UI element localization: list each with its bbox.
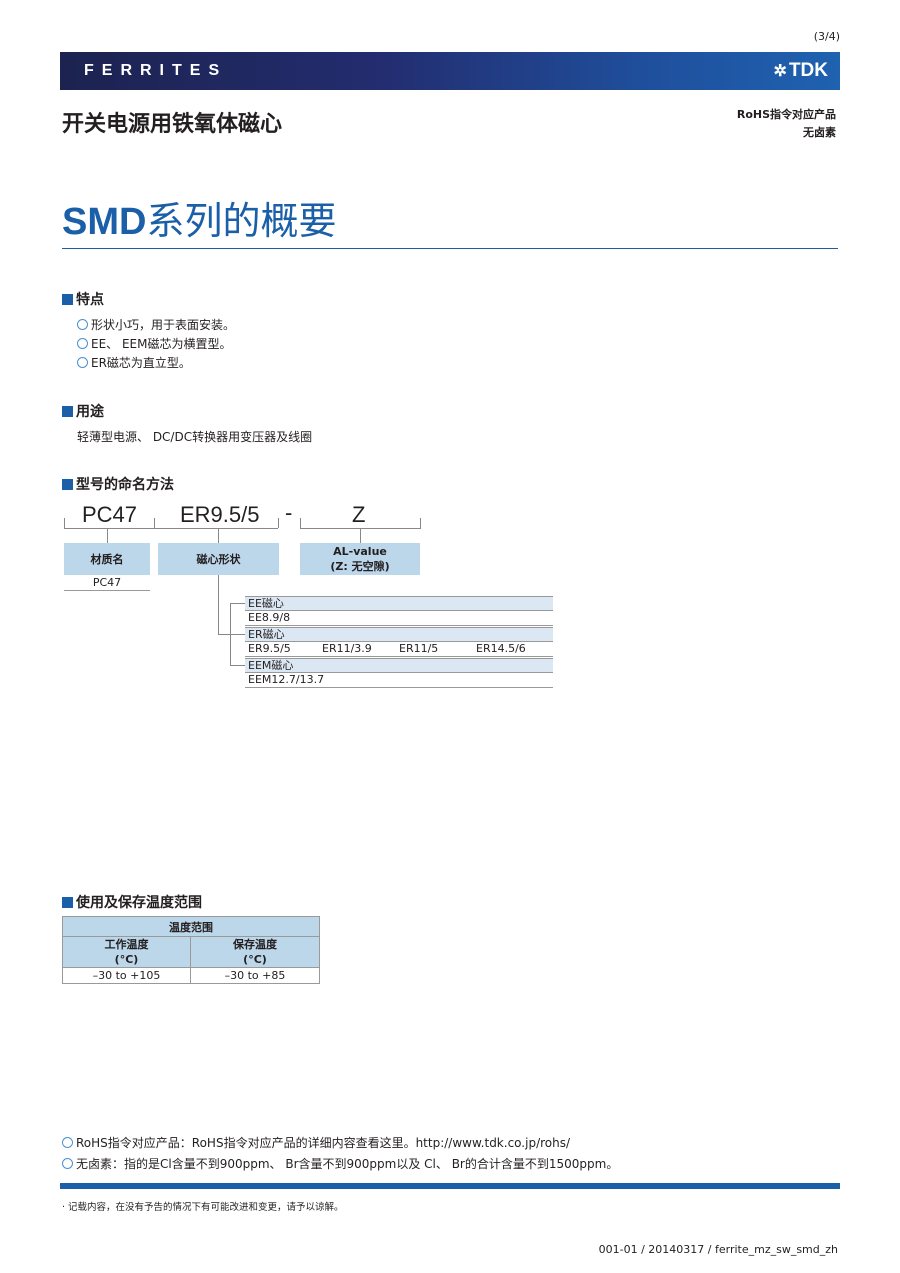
shape-row-er: ER9.5/5 ER11/3.9 ER11/5 ER14.5/6 <box>245 642 553 657</box>
al-value-label-box: AL-value(Z: 无空隙) <box>300 543 420 575</box>
square-bullet-icon <box>62 896 73 908</box>
usage-title: 用途 <box>62 401 104 421</box>
shape-label-box: 磁心形状 <box>158 543 279 575</box>
page-number: (3/4) <box>813 30 840 43</box>
tdk-emblem-icon: ✲ <box>773 63 787 80</box>
document-title: 开关电源用铁氧体磁心 <box>62 112 283 137</box>
shape-item: EE8.9/8 <box>245 611 553 626</box>
feature-item: EE、 EEM磁芯为横置型。 <box>77 335 232 352</box>
shape-group-ee: EE磁心 <box>245 596 553 611</box>
shape-item: ER11/3.9 <box>322 642 372 655</box>
col-storage: 保存温度(°C) <box>190 936 320 968</box>
circle-bullet-icon <box>77 338 88 349</box>
section-heading: SMD系列的概要 <box>62 199 337 243</box>
note-halogen: 无卤素：指的是Cl含量不到900ppm、 Br含量不到900ppm以及 Cl、 … <box>62 1155 618 1172</box>
square-bullet-icon <box>62 405 73 417</box>
halogen-free-badge: 无卤素 <box>803 126 836 139</box>
temperature-table: 温度范围 工作温度(°C) 保存温度(°C) –30 to +105–30 to… <box>62 916 320 984</box>
rohs-badge: RoHS指令对应产品 <box>736 108 836 121</box>
features-title: 特点 <box>62 289 104 309</box>
shape-group-er: ER磁心 <box>245 627 553 642</box>
shape-item: ER14.5/6 <box>476 642 526 655</box>
part-material: PC47 <box>82 502 138 527</box>
compliance-badges: RoHS指令对应产品 无卤素 <box>737 106 836 142</box>
shape-item: ER11/5 <box>399 642 439 655</box>
material-label-box: 材质名 <box>64 543 150 575</box>
col-operating: 工作温度(°C) <box>62 936 191 968</box>
naming-title: 型号的命名方法 <box>62 474 174 494</box>
part-shape: ER9.5/5 <box>180 502 260 527</box>
heading-divider <box>62 248 838 249</box>
table-header: 温度范围 <box>62 916 320 937</box>
circle-bullet-icon <box>77 357 88 368</box>
feature-item: 形状小巧，用于表面安装。 <box>77 316 235 333</box>
tdk-logo: ✲TDK <box>773 60 828 81</box>
shape-item: ER9.5/5 <box>248 642 291 655</box>
brand-label: FERRITES <box>84 62 228 79</box>
header-banner: FERRITES ✲TDK <box>60 52 840 90</box>
circle-bullet-icon <box>62 1137 73 1148</box>
operating-range: –30 to +105 <box>62 967 191 984</box>
shape-item: EEM12.7/13.7 <box>245 673 553 688</box>
circle-bullet-icon <box>62 1158 73 1169</box>
part-al-value: Z <box>352 502 366 527</box>
square-bullet-icon <box>62 478 73 490</box>
footer-bar <box>60 1183 840 1189</box>
disclaimer: · 记载内容，在没有予告的情况下有可能改进和变更，请予以谅解。 <box>62 1202 344 1213</box>
circle-bullet-icon <box>77 319 88 330</box>
usage-text: 轻薄型电源、 DC/DC转换器用变压器及线圈 <box>77 430 313 444</box>
material-value: PC47 <box>64 575 150 591</box>
shape-group-eem: EEM磁心 <box>245 658 553 673</box>
feature-item: ER磁芯为直立型。 <box>77 354 191 371</box>
note-rohs: RoHS指令对应产品：RoHS指令对应产品的详细内容查看这里。http://ww… <box>62 1134 570 1151</box>
temperature-title: 使用及保存温度范围 <box>62 892 202 912</box>
storage-range: –30 to +85 <box>190 967 320 984</box>
document-code: 001-01 / 20140317 / ferrite_mz_sw_smd_zh <box>598 1243 838 1256</box>
square-bullet-icon <box>62 293 73 305</box>
part-separator: - <box>285 500 293 525</box>
